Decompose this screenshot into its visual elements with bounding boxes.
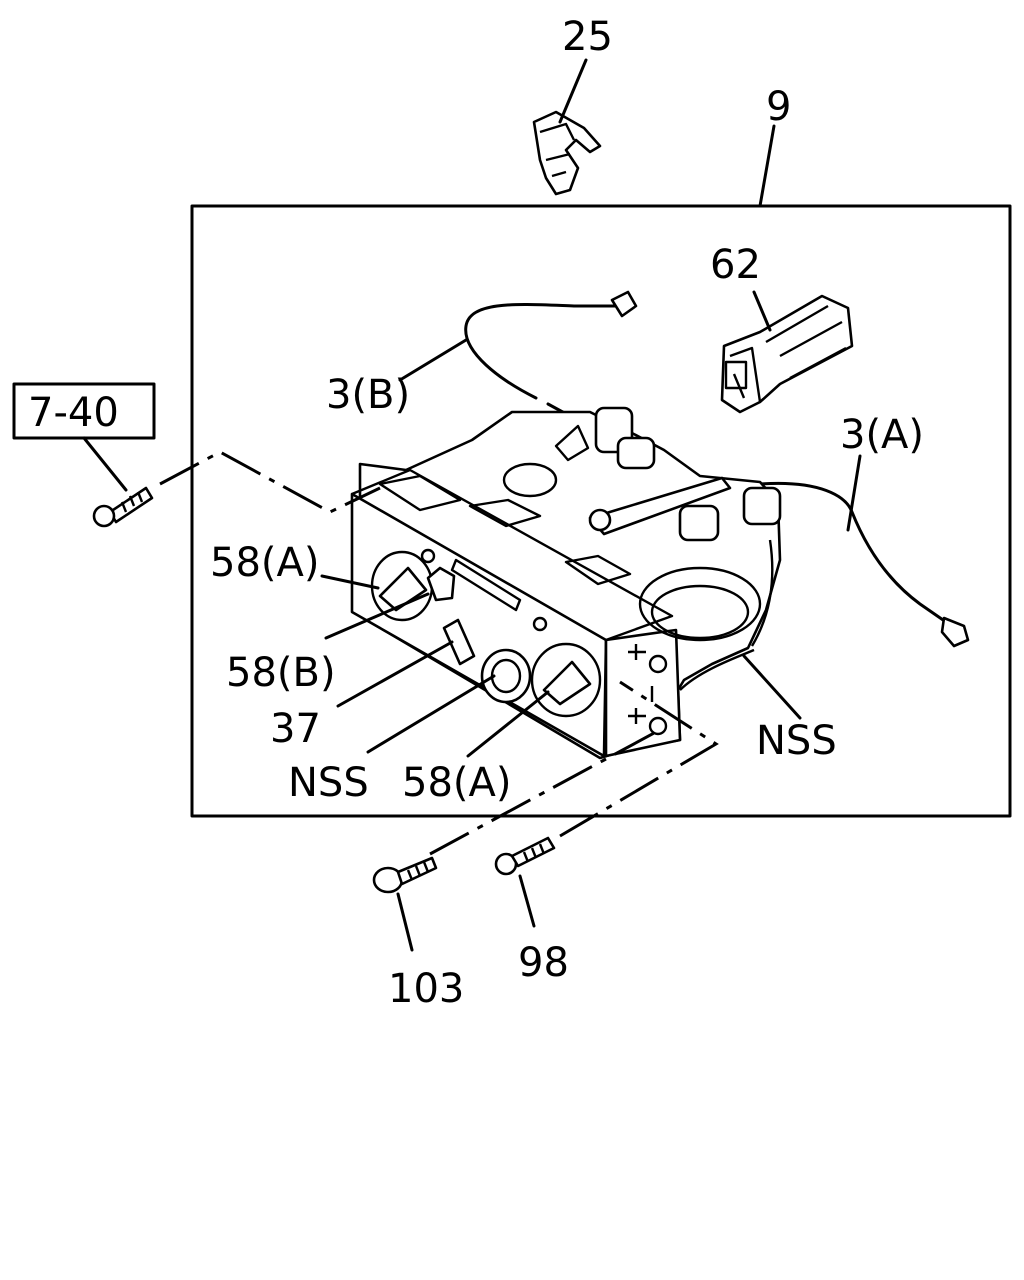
connector-part-62 [720,294,854,414]
label-98: 98 [518,940,569,986]
label-3b: 3(B) [326,372,410,418]
leader-9 [758,124,776,208]
assembly-frame [190,204,1012,818]
label-58a-bottom: 58(A) [402,760,511,806]
install-line-103 [429,730,657,856]
leader-nss-left [366,674,496,754]
screw-part-103 [372,856,438,894]
screw-part-98 [494,836,556,876]
label-58b: 58(B) [226,650,336,696]
leader-58a-bottom [466,690,550,758]
label-58a-top: 58(A) [210,540,319,586]
label-25: 25 [562,14,613,60]
leader-37 [336,640,454,708]
label-103: 103 [388,966,464,1012]
heater-control-assembly [350,406,782,760]
cable-part-3a [758,481,970,648]
clip-part-25 [532,110,602,196]
install-line-98 [559,680,719,838]
leader-3a [846,454,862,532]
leader-25 [558,58,588,124]
label-3a: 3(A) [840,412,924,458]
leader-3b [398,338,468,382]
leader-62 [752,290,772,332]
label-62: 62 [710,242,761,288]
leader-103 [396,892,414,952]
screw-part-7-40 [92,486,154,528]
label-7-40: 7-40 [28,390,119,436]
install-line-7-40 [159,450,381,514]
leader-58b [324,592,430,640]
label-37: 37 [270,706,321,752]
leader-98 [518,874,536,928]
leader-58a-top [320,574,380,590]
leader-nss-right [742,654,802,720]
leader-7-40 [82,436,128,492]
label-nss-right: NSS [756,718,837,764]
label-9: 9 [766,84,791,130]
label-nss-left: NSS [288,760,369,806]
